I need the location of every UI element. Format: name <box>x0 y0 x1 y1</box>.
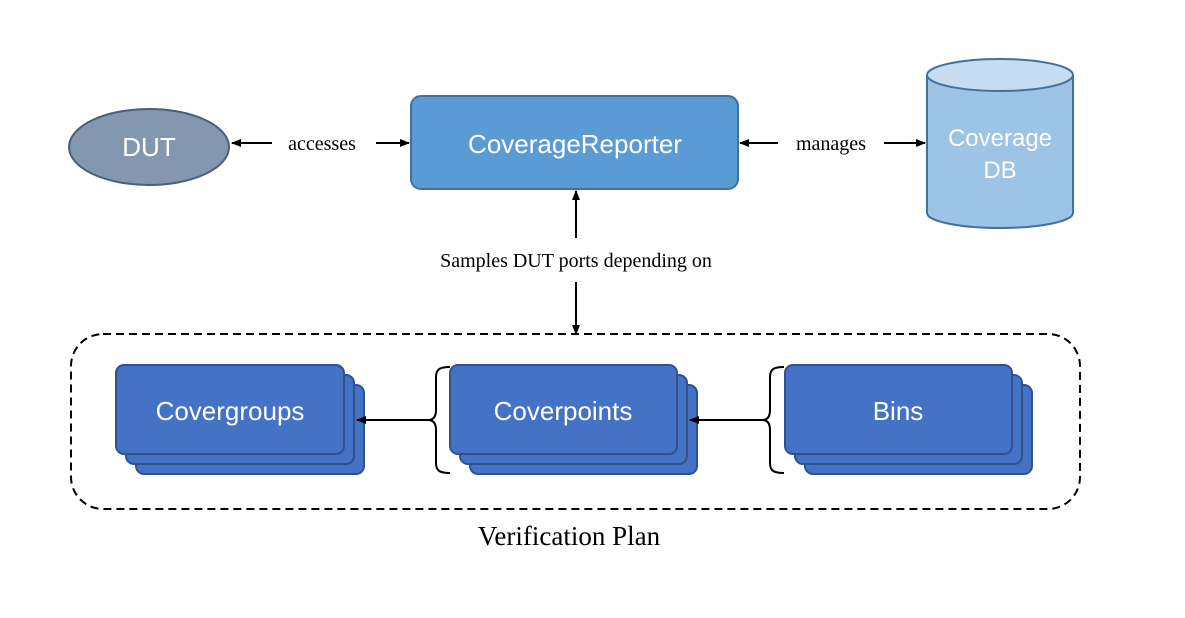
bins-brace <box>761 366 785 474</box>
covergroups-label: Covergroups <box>156 396 305 426</box>
covergroups-layer-1 <box>115 364 345 455</box>
coverpoints-stack: Coverpoints <box>449 364 698 475</box>
manages-edge: manages <box>739 133 926 155</box>
verification-plan-border <box>70 333 1081 510</box>
verification-plan-group: Verification Plan <box>70 333 1081 551</box>
coverage-reporter-shape <box>410 95 739 190</box>
coverpoints-label: Coverpoints <box>494 396 633 426</box>
samples-edge: Samples DUT ports depending on <box>440 190 712 335</box>
coverage-db-body <box>926 75 1074 229</box>
bins-to-coverpoints-connector <box>689 366 785 474</box>
accesses-edge: accesses <box>231 133 410 155</box>
dut-label: DUT <box>122 132 176 162</box>
covergroups-stack: Covergroups <box>115 364 365 475</box>
coverage-db-label-line2: DB <box>983 157 1016 184</box>
coverage-reporter-node: CoverageReporter <box>410 95 739 190</box>
bins-stack: Bins <box>784 364 1033 475</box>
coverpoints-to-covergroups-connector <box>356 366 451 474</box>
bins-layer-1 <box>784 364 1013 455</box>
bins-label: Bins <box>873 396 924 426</box>
coverpoints-brace <box>427 366 451 474</box>
dut-node: DUT <box>68 108 230 186</box>
coverage-db-label-line1: Coverage <box>948 125 1052 152</box>
accesses-label: accesses <box>288 133 356 155</box>
coverage-db-node: Coverage DB <box>926 58 1074 229</box>
verification-plan-label: Verification Plan <box>478 521 661 551</box>
manages-label: manages <box>796 133 866 155</box>
coverage-db-top <box>926 58 1074 92</box>
samples-label: Samples DUT ports depending on <box>440 250 712 272</box>
coverpoints-layer-1 <box>449 364 678 455</box>
dut-shape <box>68 108 230 186</box>
coverage-reporter-label: CoverageReporter <box>468 129 682 159</box>
